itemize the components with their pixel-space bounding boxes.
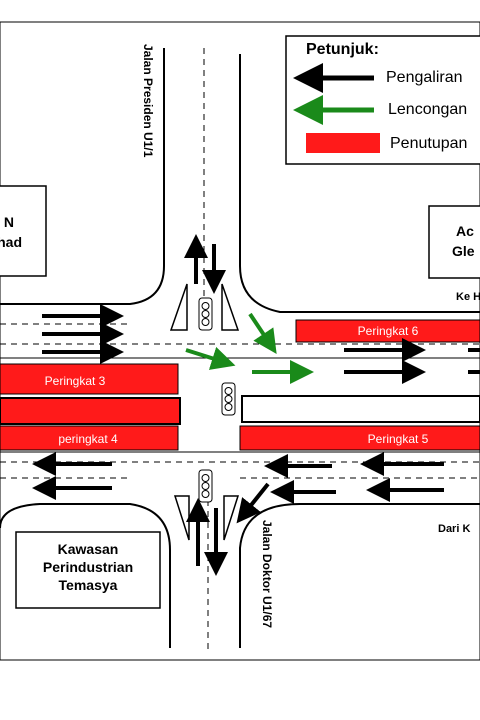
building-sw: [15, 531, 161, 609]
closure-phase-4: [0, 425, 179, 451]
traffic-light-icon: [221, 382, 236, 416]
open-lane-east: [241, 395, 480, 423]
legend-closure-swatch: [306, 133, 380, 153]
building-nw: [0, 185, 47, 277]
direction-label-east-top: Ke H: [456, 291, 480, 303]
legend-item-closure: Penutupan: [390, 135, 467, 152]
direction-label-east-bottom: Dari K: [438, 523, 470, 535]
closure-phase-3: [0, 363, 179, 395]
building-nw-line1: N: [4, 214, 14, 230]
road-label-north: Jalan Presiden U1/1: [141, 44, 155, 158]
closure-phase-3-label: Peringkat 3: [45, 374, 106, 388]
building-ne-line1: Ac: [456, 223, 474, 239]
building-ne: [428, 205, 480, 279]
closure-phase-5-label: Peringkat 5: [368, 432, 429, 446]
road-label-south: Jalan Doktor U1/67: [260, 520, 274, 628]
legend: Petunjuk: Pengaliran Lencongan Penutupan: [285, 35, 480, 165]
closure-lane-west: [0, 397, 181, 425]
map-frame: [0, 21, 480, 661]
building-ne-line2: Gle: [452, 243, 475, 259]
closure-zones: Peringkat 6 Peringkat 3 peringkat 4 Peri…: [0, 319, 480, 451]
legend-title: Petunjuk:: [306, 41, 379, 58]
legend-item-flow: Pengaliran: [386, 69, 463, 86]
closure-phase-4-label: peringkat 4: [58, 432, 118, 446]
closure-phase-6-label: Peringkat 6: [358, 324, 419, 338]
traffic-islands: [169, 283, 240, 541]
traffic-light-icon: [198, 297, 213, 331]
building-sw-line3: Temasya: [59, 577, 118, 593]
legend-item-detour: Lencongan: [388, 101, 467, 118]
building-sw-line2: Perindustrian: [43, 559, 133, 575]
closure-phase-6: [295, 319, 480, 343]
building-nw-line2: had: [0, 234, 22, 250]
flow-arrows: [32, 234, 480, 576]
closure-phase-5: [239, 425, 480, 451]
building-sw-line1: Kawasan: [58, 541, 119, 557]
traffic-light-icon: [198, 469, 213, 503]
detour-arrows: [185, 312, 314, 384]
